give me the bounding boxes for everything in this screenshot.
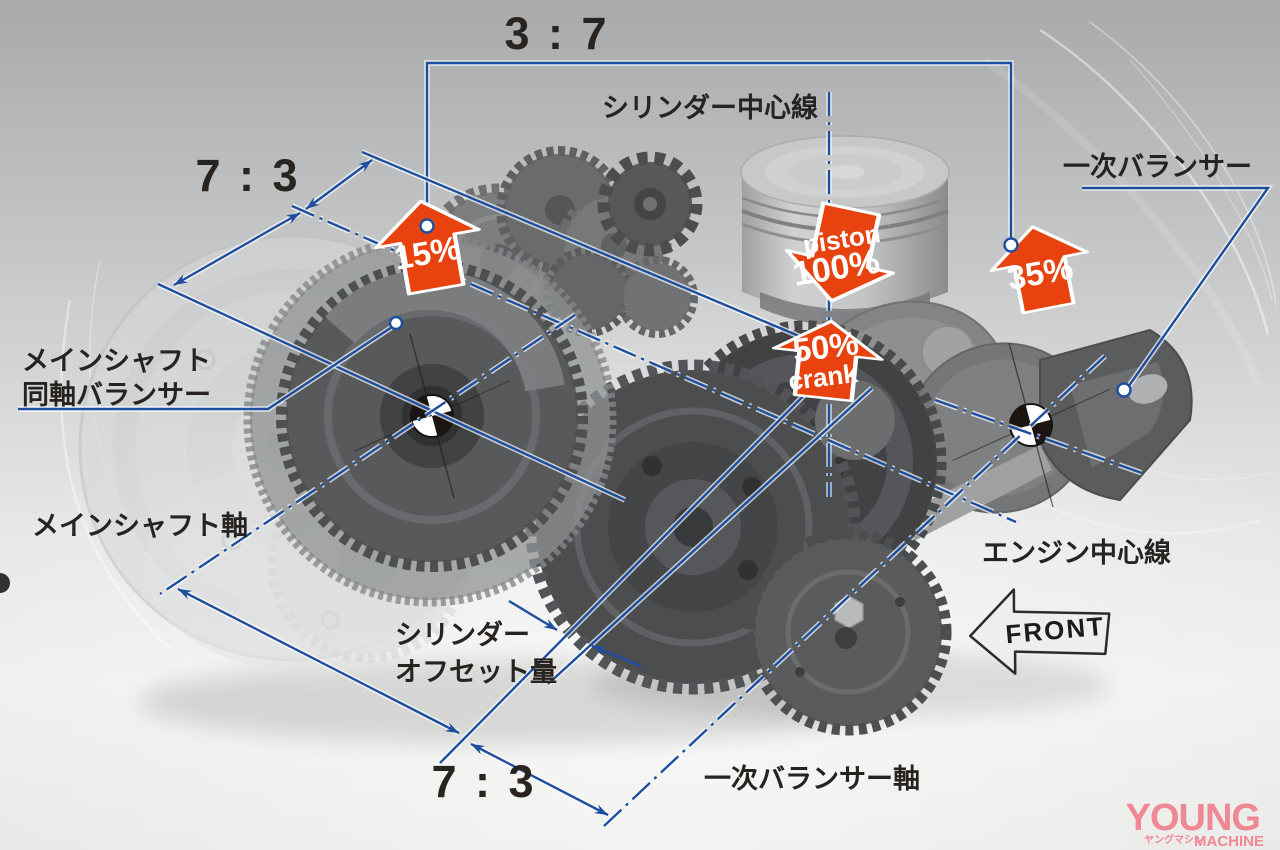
dim-cylinder-offset-left — [508, 599, 558, 632]
cylinder-offset-extension-left — [439, 369, 830, 764]
leader-primary-balancer — [1082, 186, 1271, 391]
dim-bottom-3 — [470, 742, 609, 817]
diagram-labels: 3 : 7 7 : 3 7 : 3 シリンダー中心線 一次バランサー メインシャ… — [22, 8, 1252, 807]
logo-machine-text: MACHINE — [1194, 833, 1264, 850]
dim-cylinder-offset-right — [591, 644, 642, 668]
leader-circles — [388, 218, 1132, 398]
primary-balancer-axis-label: 一次バランサー軸 — [704, 764, 920, 794]
crank-lateral-line — [934, 398, 1143, 475]
leader-mainshaft-balancer — [18, 325, 393, 411]
ratio-top-left-label: 7 : 3 — [195, 150, 300, 201]
balance-arrows: 15% piston 100% 50% crank 35% — [369, 192, 1096, 403]
cylinder-plane-extension — [361, 150, 807, 341]
balancer-driven-gear — [744, 528, 952, 736]
logo-katakana-text: ヤングマシン — [1144, 833, 1204, 846]
cylinder-offset-label-1: シリンダー — [395, 619, 530, 650]
dim-top-left-7 — [173, 211, 301, 287]
bracket-end-circle-right — [1003, 237, 1019, 253]
coaxial-balancer-weight — [324, 269, 565, 392]
dim-top-left-3 — [305, 159, 373, 210]
bracket-end-circle-left — [419, 218, 435, 234]
mainshaft-balancer-label-1: メインシャフト — [22, 346, 211, 376]
mainshaft-plane-extension — [157, 282, 626, 502]
cylinder-centerline-label: シリンダー中心線 — [602, 92, 818, 123]
primary-balancer-leader-circle — [1116, 382, 1132, 398]
mainshaft-axis-label: メインシャフト軸 — [32, 511, 248, 541]
engine-centerline-label: エンジン中心線 — [982, 537, 1171, 568]
front-direction-arrow: FRONT — [968, 588, 1111, 675]
ratio-top-label: 3 : 7 — [504, 8, 609, 59]
piston-assembly — [740, 135, 950, 435]
cylinder-offset-label-2: オフセット量 — [395, 657, 557, 687]
balance-arrow-crank-label-1: 50% — [791, 324, 861, 369]
dim-bottom-7 — [177, 587, 460, 735]
mainshaft-axis-line — [159, 314, 576, 595]
cylinder-offset-extension-right — [547, 387, 873, 685]
primary-balancer-label: 一次バランサー — [1063, 152, 1252, 182]
ratio-top-bracket — [425, 61, 1013, 243]
mainshaft-balancer-label-2: 同軸バランサー — [22, 380, 211, 410]
logo-young-text: YOUNG — [1126, 797, 1260, 839]
front-arrow-shape — [968, 588, 1111, 675]
primary-balancer-axis-line — [603, 355, 1106, 827]
young-machine-logo: YOUNG ヤングマシン MACHINE — [1126, 797, 1264, 850]
ratio-bottom-label: 7 : 3 — [431, 756, 536, 807]
decorative-streaks — [60, 21, 1277, 651]
mainshaft-balancer-leader-circle — [388, 315, 404, 331]
